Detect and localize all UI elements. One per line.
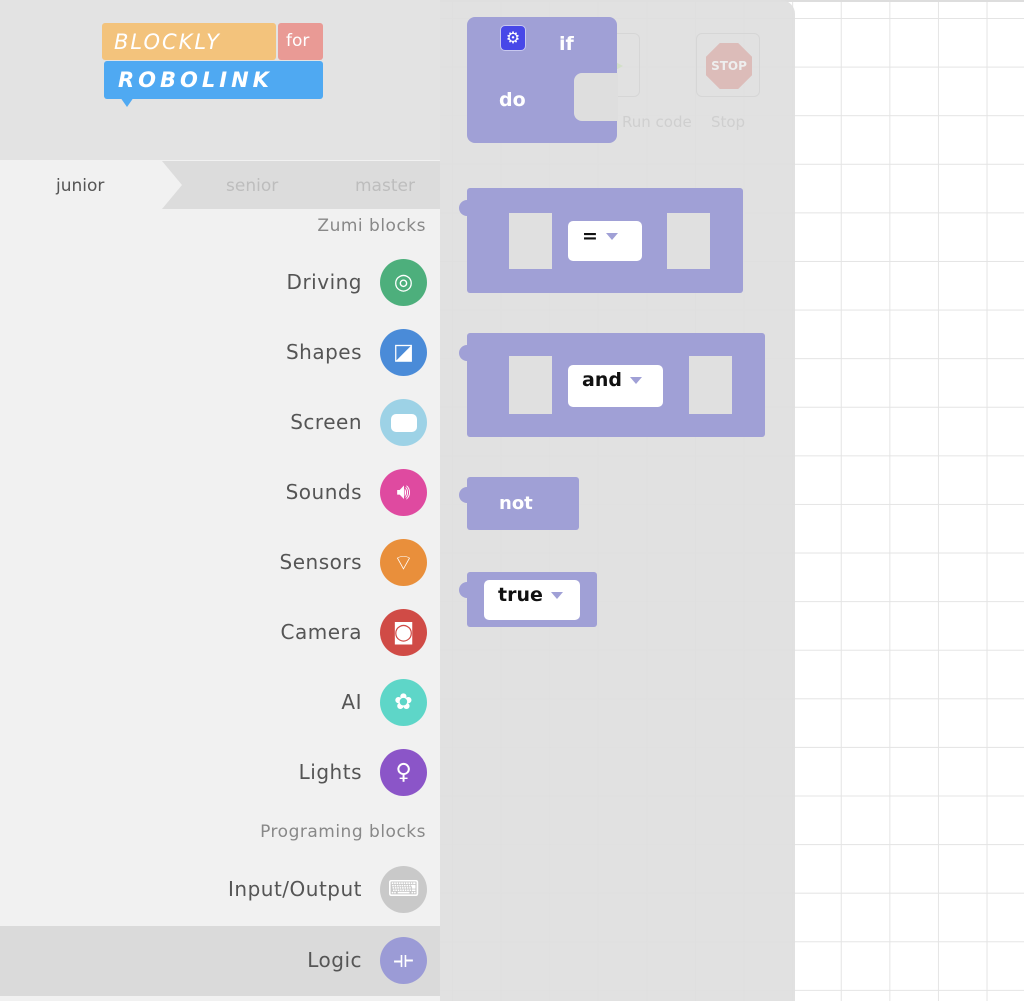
- screen-icon: [380, 399, 427, 446]
- input-slot-b: [689, 356, 732, 414]
- stop-button[interactable]: STOP: [696, 33, 760, 97]
- input-slot-a: [509, 213, 552, 269]
- run-code-label: Run code: [622, 113, 692, 131]
- shapes-icon: ◪: [380, 329, 427, 376]
- logo-robolink: ROBOLINK: [104, 61, 323, 99]
- category-label: Camera: [280, 620, 362, 644]
- level-tabs: junior senior master: [4, 161, 440, 209]
- category-shapes[interactable]: Shapes ◪: [0, 318, 440, 388]
- toolbox-sidebar: BLOCKLY for ROBOLINK junior senior maste…: [0, 0, 440, 1001]
- tab-master[interactable]: master: [355, 176, 415, 196]
- category-label: Sounds: [285, 480, 362, 504]
- not-block[interactable]: not: [459, 477, 579, 530]
- stop-label: Stop: [710, 113, 746, 131]
- logo-blockly: BLOCKLY: [102, 23, 276, 60]
- brain-icon: ✿: [380, 679, 427, 726]
- logo-notch: [120, 97, 134, 107]
- category-label: Input/Output: [228, 877, 362, 901]
- input-slot-b: [667, 213, 710, 269]
- boolean-block[interactable]: true: [459, 572, 597, 627]
- category-ai[interactable]: AI ✿: [0, 668, 440, 738]
- not-label: not: [499, 493, 533, 514]
- category-input-output[interactable]: Input/Output ⌨: [0, 855, 440, 925]
- category-label: Sensors: [279, 550, 362, 574]
- category-label: Logic: [307, 948, 362, 972]
- boolean-value-dropdown[interactable]: true: [484, 580, 580, 620]
- category-lights[interactable]: Lights ♀: [0, 738, 440, 808]
- gear-icon[interactable]: ⚙: [500, 25, 526, 51]
- category-label: Screen: [290, 410, 362, 434]
- category-sensors[interactable]: Sensors ⌔: [0, 528, 440, 598]
- stop-sign-icon: STOP: [706, 43, 752, 89]
- do-statement-slot: [574, 73, 618, 121]
- category-sounds[interactable]: Sounds 🔊︎: [0, 458, 440, 528]
- category-label: Lights: [298, 760, 362, 784]
- keyboard-icon: ⌨: [380, 866, 427, 913]
- category-camera[interactable]: Camera ◙: [0, 598, 440, 668]
- speaker-icon: 🔊︎: [380, 469, 427, 516]
- compare-operator-dropdown[interactable]: =: [568, 221, 642, 261]
- chevron-down-icon: [550, 592, 563, 599]
- sensor-icon: ⌔: [380, 539, 427, 586]
- category-label: AI: [341, 690, 362, 714]
- tab-junior[interactable]: junior: [4, 161, 182, 209]
- block-flyout: Run code STOP Stop ⚙ if do = and not true: [440, 0, 795, 1001]
- input-slot-a: [509, 356, 552, 414]
- chevron-down-icon: [605, 233, 618, 240]
- tab-senior[interactable]: senior: [226, 176, 279, 196]
- category-label: Shapes: [285, 340, 362, 364]
- category-driving[interactable]: Driving ◎: [0, 248, 440, 318]
- category-label: Driving: [286, 270, 362, 294]
- category-logic[interactable]: Logic ⟛: [0, 926, 440, 996]
- chevron-down-icon: [629, 377, 642, 384]
- camera-icon: ◙: [380, 609, 427, 656]
- section-zumi-blocks: Zumi blocks: [317, 216, 426, 236]
- compare-block[interactable]: =: [459, 188, 743, 293]
- lightbulb-icon: ♀: [380, 749, 427, 796]
- steering-wheel-icon: ◎: [380, 259, 427, 306]
- if-label: if: [559, 33, 574, 55]
- logic-icon: ⟛: [380, 937, 427, 984]
- section-programming-blocks: Programing blocks: [260, 822, 426, 842]
- category-screen[interactable]: Screen: [0, 388, 440, 458]
- logo-area: BLOCKLY for ROBOLINK: [0, 0, 440, 160]
- do-label: do: [499, 89, 526, 111]
- logic-operation-block[interactable]: and: [459, 333, 765, 437]
- logo-for: for: [278, 23, 323, 60]
- logic-operator-dropdown[interactable]: and: [568, 365, 663, 407]
